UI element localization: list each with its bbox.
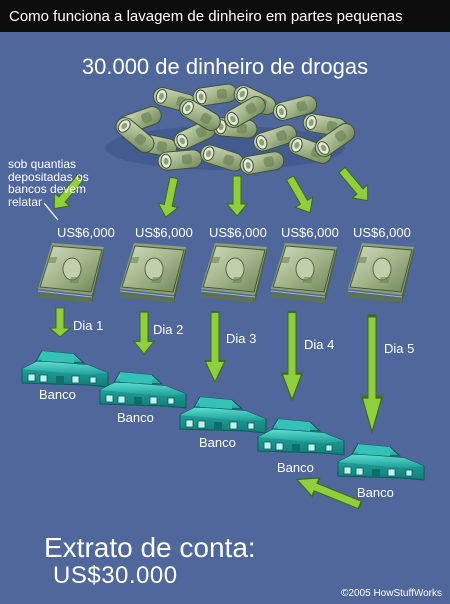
cash-pile-icon: [105, 82, 359, 177]
deposit-amount-5: US$6,000: [353, 225, 411, 240]
arrow-down-icon: [226, 175, 248, 217]
bank-label-4: Banco: [277, 460, 314, 475]
arrow-down-icon: [333, 163, 376, 208]
note-pointer: [43, 202, 59, 221]
money-stacks: [37, 242, 415, 304]
arrow-down-icon: [280, 310, 304, 402]
arrow-down-icon: [360, 314, 384, 434]
bank-building-icon: [337, 443, 425, 481]
day-label-2: Dia 2: [153, 322, 184, 337]
statement-label: Extrato de conta:: [44, 532, 256, 563]
money-stack-icon: [270, 242, 338, 304]
main-title: 30.000 de dinheiro de drogas: [81, 54, 369, 79]
arrow-down-icon: [133, 311, 155, 355]
deposit-amount-1: US$6,000: [57, 225, 115, 240]
bank-building-icon: [99, 371, 187, 409]
copyright-credit: ©2005 HowStuffWorks: [341, 588, 442, 599]
day-label-5: Dia 5: [384, 341, 415, 356]
reporting-threshold-note: sob quantias depositadas os bancos devem…: [8, 157, 89, 209]
arrow-left-icon: [295, 477, 363, 510]
arrow-down-icon: [204, 311, 226, 383]
deposit-amount-2: US$6,000: [135, 225, 193, 240]
money-stack-icon: [200, 242, 268, 304]
day-label-1: Dia 1: [73, 318, 104, 333]
deposit-amount-3: US$6,000: [209, 225, 267, 240]
bank-building-icon: [179, 396, 267, 434]
header-title: Como funciona a lavagem de dinheiro em p…: [9, 8, 403, 25]
money-stack-icon: [119, 242, 187, 304]
bank-building-icon: [21, 350, 109, 388]
banks: [21, 350, 425, 481]
arrow-down-icon: [155, 175, 185, 220]
money-stack-icon: [37, 242, 105, 304]
bank-label-2: Banco: [117, 410, 154, 425]
bank-label-3: Banco: [199, 435, 236, 450]
statement-total: US$30.000: [53, 562, 178, 589]
bank-label-1: Banco: [39, 387, 76, 402]
money-stack-icon: [347, 242, 415, 304]
arrow-down-icon: [49, 307, 71, 338]
day-label-4: Dia 4: [304, 337, 335, 352]
header-bar: Como funciona a lavagem de dinheiro em p…: [0, 0, 450, 32]
bank-label-5: Banco: [357, 485, 394, 500]
arrow-down-icon: [280, 172, 320, 219]
deposit-amount-4: US$6,000: [281, 225, 339, 240]
bank-building-icon: [257, 418, 345, 456]
day-label-3: Dia 3: [226, 331, 257, 346]
